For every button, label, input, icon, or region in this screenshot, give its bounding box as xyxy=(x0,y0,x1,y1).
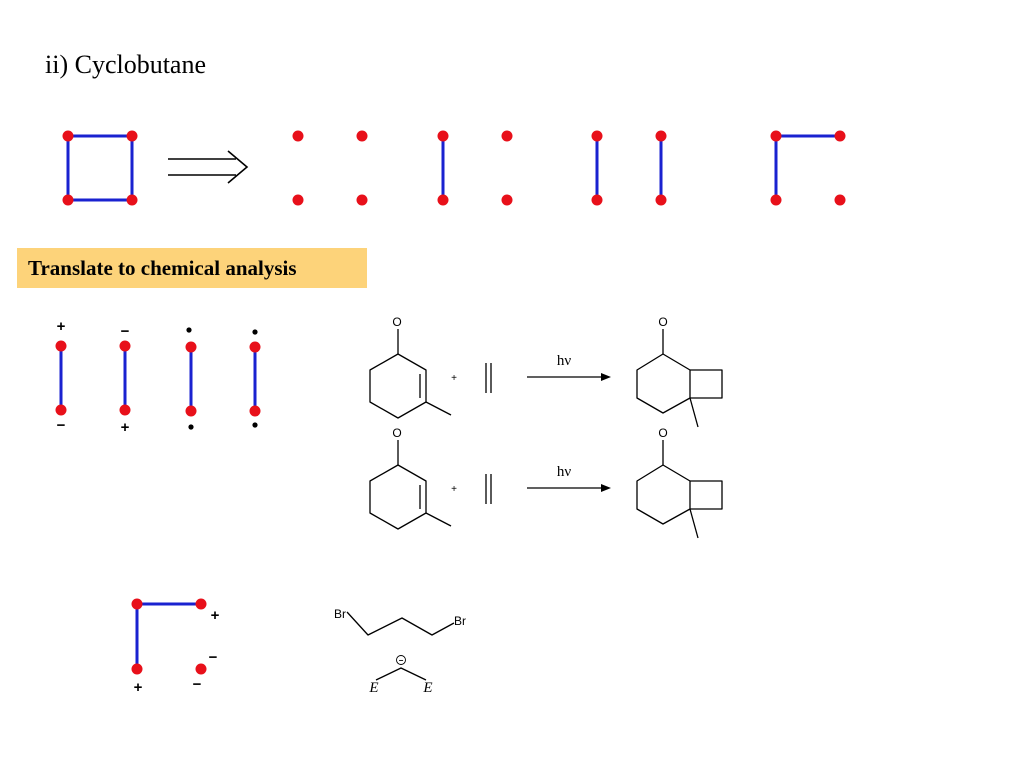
atom-dot xyxy=(62,194,74,206)
oxygen-label: O xyxy=(658,315,667,329)
atom-dot xyxy=(249,341,261,353)
electrophile-label: E xyxy=(422,680,432,696)
atom-dot xyxy=(655,194,667,206)
stabilized-anion-structure: − E E xyxy=(368,655,433,696)
banner-label: Translate to chemical analysis xyxy=(28,256,297,280)
plus-charge: + xyxy=(57,318,66,335)
reaction-row-2: O + hν O xyxy=(369,426,723,539)
synthon-diradical-2 xyxy=(249,329,261,428)
atom-dot xyxy=(591,130,603,142)
oxygen-label: O xyxy=(392,315,401,329)
radical-dot xyxy=(252,422,258,428)
disconnection-one-bond xyxy=(437,130,513,206)
reaction-arrow xyxy=(527,484,611,492)
atom-dot xyxy=(501,194,513,206)
disconnection-two-bonds xyxy=(591,130,667,206)
atom-dot xyxy=(655,130,667,142)
atom-dot xyxy=(185,341,197,353)
slide-title: ii) Cyclobutane xyxy=(45,50,207,79)
cyclobutane-square xyxy=(62,130,138,206)
atom-dot xyxy=(249,405,261,417)
atom-dot xyxy=(55,340,67,352)
atom-dot xyxy=(770,194,782,206)
radical-dot xyxy=(186,327,192,333)
atom-dot xyxy=(591,194,603,206)
ethylene-structure xyxy=(485,363,492,393)
atom-dot xyxy=(770,130,782,142)
electrophile-label: E xyxy=(368,680,378,696)
bromine-label: Br xyxy=(334,607,346,621)
retrosynthesis-arrow xyxy=(168,150,249,184)
synthon-diradical-1 xyxy=(185,327,197,430)
atom-dot xyxy=(126,130,138,142)
atom-dot xyxy=(119,404,131,416)
minus-charge: − xyxy=(57,417,66,434)
reaction-arrow xyxy=(527,373,611,381)
atom-dot xyxy=(834,194,846,206)
dibromopropane-structure: Br Br xyxy=(334,607,466,636)
atom-dot xyxy=(292,194,304,206)
plus-sign: + xyxy=(451,484,457,495)
disconnection-chain-plus-atom xyxy=(770,130,846,206)
light-label: hν xyxy=(557,353,572,369)
atom-dot xyxy=(437,130,449,142)
enone-structure: O xyxy=(369,426,452,530)
chain-synthon: + − + − xyxy=(131,598,220,696)
plus-charge: + xyxy=(211,607,220,624)
plus-sign: + xyxy=(451,373,457,384)
minus-charge: − xyxy=(193,676,202,693)
reaction-row-1: O + hν O xyxy=(369,315,723,428)
bromine-label: Br xyxy=(454,614,466,628)
atom-dot xyxy=(62,130,74,142)
atom-dot xyxy=(119,340,131,352)
minus-charge: − xyxy=(209,649,218,666)
atom-dot xyxy=(356,130,368,142)
synthon-plus-minus: + − xyxy=(55,318,67,434)
oxygen-label: O xyxy=(392,426,401,440)
radical-dot xyxy=(252,329,258,335)
anion-charge: − xyxy=(399,656,404,665)
minus-charge: − xyxy=(121,323,130,340)
atom-dot xyxy=(292,130,304,142)
bicyclic-product: O xyxy=(636,426,723,539)
atom-dot xyxy=(185,405,197,417)
plus-charge: + xyxy=(121,419,130,436)
oxygen-label: O xyxy=(658,426,667,440)
atom-dot xyxy=(131,663,143,675)
atom-dot xyxy=(195,598,207,610)
synthon-minus-plus: − + xyxy=(119,323,131,436)
atom-dot xyxy=(55,404,67,416)
plus-charge: + xyxy=(134,679,143,696)
bicyclic-product: O xyxy=(636,315,723,428)
atom-dot xyxy=(131,598,143,610)
atom-dot xyxy=(126,194,138,206)
atom-dot xyxy=(501,130,513,142)
atom-dot xyxy=(356,194,368,206)
translate-banner: Translate to chemical analysis xyxy=(17,248,367,288)
atom-dot xyxy=(834,130,846,142)
atom-dot xyxy=(195,663,207,675)
enone-structure: O xyxy=(369,315,452,419)
ethylene-structure xyxy=(485,474,492,504)
light-label: hν xyxy=(557,464,572,480)
disconnection-four-atoms xyxy=(292,130,368,206)
anion-charge-circle xyxy=(396,655,406,665)
atom-dot xyxy=(437,194,449,206)
radical-dot xyxy=(188,424,194,430)
